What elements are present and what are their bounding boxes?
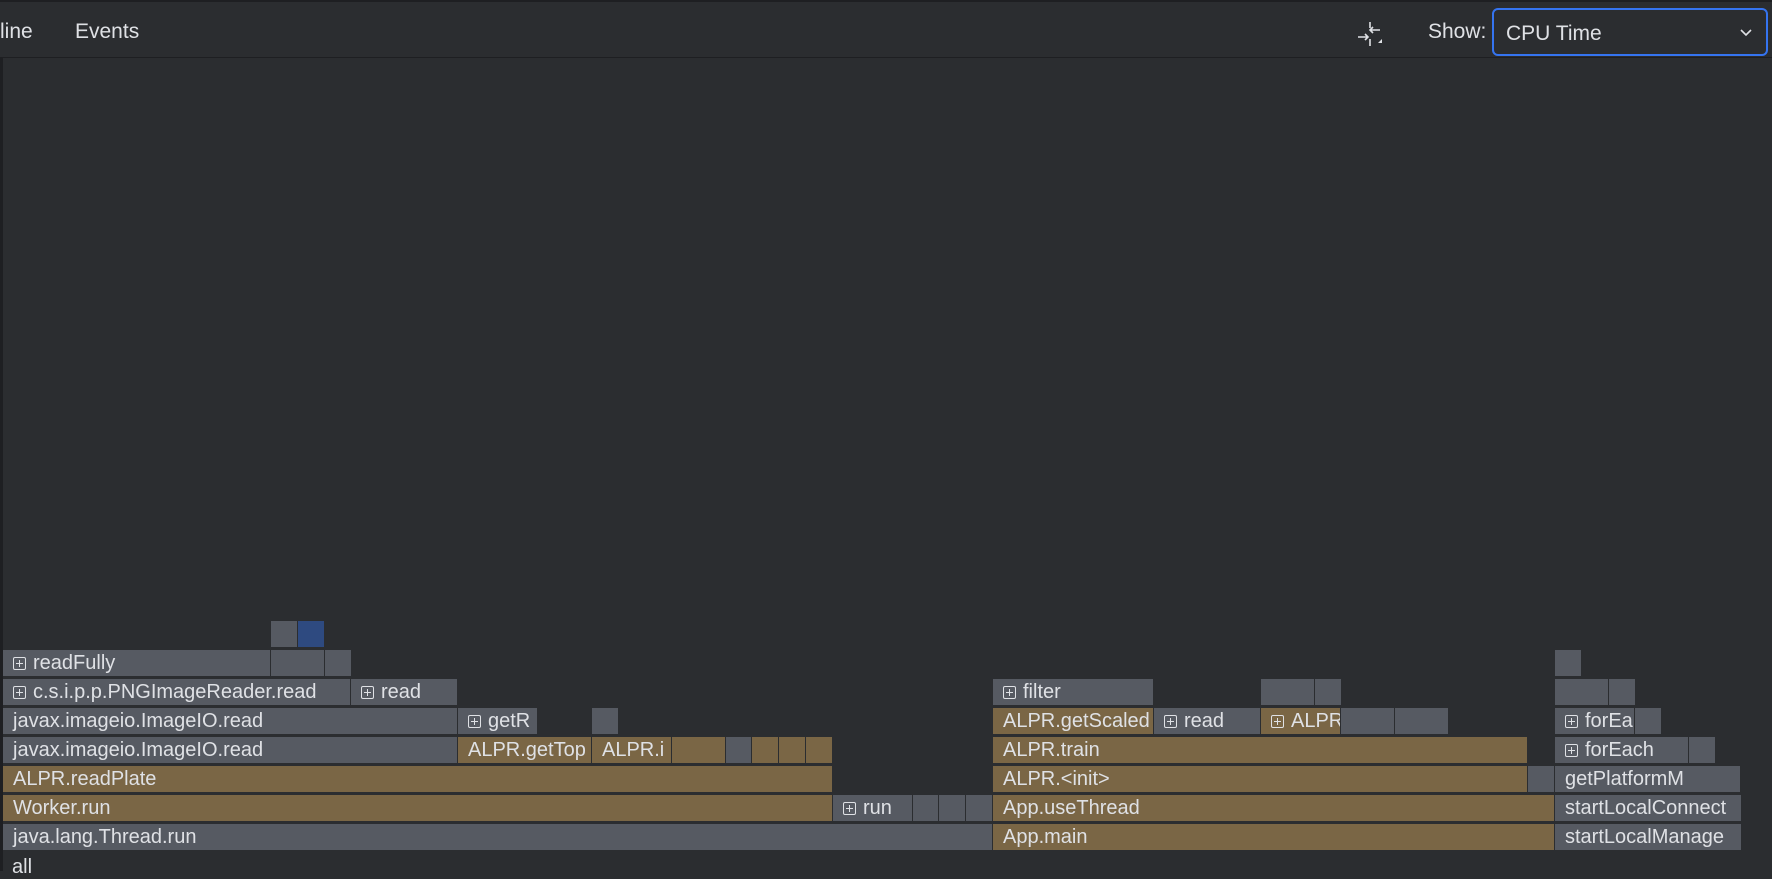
collapse-arrows-icon[interactable] — [1354, 19, 1384, 49]
frame-label: ALPR.<init> — [1003, 768, 1110, 790]
frame-label: startLocalManage — [1565, 826, 1724, 848]
frame-label: ALPR.readPlate — [13, 768, 157, 790]
flame-frame[interactable]: javax.imageio.ImageIO.read — [3, 737, 458, 764]
frame-label: read — [1184, 710, 1225, 732]
flame-frame[interactable]: javax.imageio.ImageIO.read — [3, 708, 458, 735]
tab-events[interactable]: Events — [75, 20, 140, 43]
flame-frame-selected[interactable] — [298, 621, 325, 648]
expand-icon[interactable] — [13, 686, 26, 699]
flame-frame[interactable]: c.s.i.p.p.PNGImageReader.read — [3, 679, 351, 706]
flame-frame[interactable] — [913, 795, 939, 822]
flame-frame[interactable] — [1261, 679, 1315, 706]
frame-label: getR — [488, 710, 531, 732]
flame-frame[interactable]: ALPR.readPlate — [3, 766, 833, 793]
flame-frame[interactable] — [726, 737, 752, 764]
profiler-toolbar: line Events Show: CPU Time — [0, 0, 1772, 58]
flame-frame[interactable]: ALPR.getScaled — [993, 708, 1154, 735]
flame-frame[interactable] — [1528, 766, 1555, 793]
frame-label: ALPR.i — [602, 739, 665, 761]
expand-icon[interactable] — [1003, 686, 1016, 699]
flame-frame[interactable] — [1315, 679, 1342, 706]
flame-frame[interactable] — [1341, 708, 1395, 735]
frame-label: readFully — [33, 652, 116, 674]
flame-frame[interactable]: run — [833, 795, 913, 822]
expand-icon[interactable] — [361, 686, 374, 699]
show-dropdown-value: CPU Time — [1506, 22, 1602, 45]
flame-frame[interactable]: ALPR.train — [993, 737, 1528, 764]
frame-label: App.useThread — [1003, 797, 1140, 819]
flame-frame[interactable]: filter — [993, 679, 1154, 706]
flame-frame[interactable]: ALPR.i — [592, 737, 672, 764]
show-dropdown[interactable]: CPU Time — [1492, 8, 1768, 56]
flame-frame[interactable] — [1609, 679, 1636, 706]
flame-frame[interactable] — [1395, 708, 1449, 735]
flame-frame[interactable]: read — [351, 679, 458, 706]
tab-timeline[interactable]: line — [0, 20, 33, 43]
flame-frame[interactable]: ALPR.getTop — [458, 737, 592, 764]
flame-frame[interactable]: App.useThread — [993, 795, 1555, 822]
flame-frame[interactable]: App.main — [993, 824, 1555, 851]
flame-frame[interactable] — [779, 737, 806, 764]
expand-icon[interactable] — [1565, 715, 1578, 728]
frame-label: forEa — [1585, 710, 1633, 732]
flame-frame[interactable]: java.lang.Thread.run — [3, 824, 993, 851]
flame-frame[interactable]: read — [1154, 708, 1261, 735]
expand-icon[interactable] — [468, 715, 481, 728]
flame-frame[interactable]: startLocalManage — [1555, 824, 1742, 851]
flame-frame[interactable] — [1689, 737, 1716, 764]
frame-label: startLocalConnect — [1565, 797, 1727, 819]
expand-icon[interactable] — [13, 657, 26, 670]
expand-icon[interactable] — [1271, 715, 1284, 728]
frame-label: filter — [1023, 681, 1061, 703]
frame-label: c.s.i.p.p.PNGImageReader.read — [33, 681, 317, 703]
flame-frame[interactable]: ALPR.<init> — [993, 766, 1528, 793]
flame-frame[interactable] — [325, 650, 352, 677]
flame-frame[interactable]: ALPR — [1261, 708, 1341, 735]
frame-label: ALPR — [1291, 710, 1341, 732]
flame-frame[interactable] — [672, 737, 726, 764]
frame-label: Worker.run — [13, 797, 111, 819]
flame-frame[interactable] — [1555, 679, 1609, 706]
flame-frame[interactable] — [806, 737, 833, 764]
flame-frame[interactable] — [592, 708, 619, 735]
frame-label: run — [863, 797, 892, 819]
flame-graph[interactable] — [0, 58, 1772, 871]
flame-frame[interactable]: startLocalConnect — [1555, 795, 1742, 822]
frame-label: getPlatformM — [1565, 768, 1684, 790]
flame-frame[interactable] — [966, 795, 993, 822]
flame-frame[interactable]: forEa — [1555, 708, 1635, 735]
flame-root-label: all — [12, 856, 33, 878]
expand-icon[interactable] — [1565, 744, 1578, 757]
frame-label: javax.imageio.ImageIO.read — [13, 739, 264, 761]
flame-frame[interactable] — [271, 621, 298, 648]
frame-label: App.main — [1003, 826, 1088, 848]
frame-label: javax.imageio.ImageIO.read — [13, 710, 264, 732]
expand-icon[interactable] — [843, 802, 856, 815]
frame-label: java.lang.Thread.run — [13, 826, 197, 848]
expand-icon[interactable] — [1164, 715, 1177, 728]
flame-frame[interactable]: forEach — [1555, 737, 1689, 764]
flame-frame[interactable] — [939, 795, 966, 822]
frame-label: read — [381, 681, 422, 703]
chevron-down-icon — [1740, 29, 1752, 37]
flame-frame[interactable] — [1555, 650, 1582, 677]
show-label: Show: — [1428, 20, 1487, 43]
frame-label: forEach — [1585, 739, 1654, 761]
frame-label: ALPR.getScaled — [1003, 710, 1150, 732]
flame-frame[interactable]: readFully — [3, 650, 271, 677]
flame-frame[interactable] — [1635, 708, 1662, 735]
flame-frame[interactable]: getR — [458, 708, 538, 735]
frame-label: ALPR.getTop — [468, 739, 586, 761]
flame-frame[interactable]: Worker.run — [3, 795, 833, 822]
flame-frame[interactable] — [752, 737, 779, 764]
flame-frame[interactable] — [271, 650, 325, 677]
flame-frame[interactable]: getPlatformM — [1555, 766, 1741, 793]
frame-label: ALPR.train — [1003, 739, 1100, 761]
